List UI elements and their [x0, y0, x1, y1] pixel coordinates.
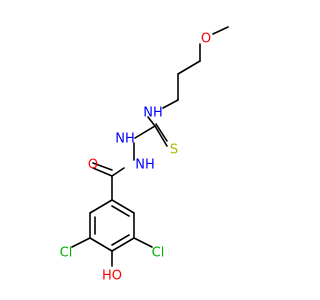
ring-bond-3 — [89, 237, 113, 252]
atom-labels: O NH NH S NH O Cl Cl HO — [60, 32, 211, 284]
atom-nh-amine: NH — [143, 106, 163, 121]
ring-inner-3 — [111, 205, 130, 217]
bonds — [71, 26, 229, 267]
bond-propyl-nh — [162, 99, 179, 109]
atom-ho-hydroxyl: HO — [102, 269, 122, 284]
atom-cl-right: Cl — [152, 246, 165, 261]
ring-bond-4 — [111, 237, 135, 252]
ring-bond-6 — [111, 199, 135, 214]
bond-ring-cl-right — [133, 237, 153, 248]
atom-cl-left: Cl — [60, 246, 73, 261]
atom-s-thione: S — [170, 143, 178, 158]
ring-inner-2 — [111, 234, 130, 246]
bond-c-s-a — [155, 123, 168, 142]
atom-o-carbonyl: O — [88, 158, 98, 173]
bond-propyl-1 — [177, 60, 201, 75]
bond-nh-carbonyl-c — [111, 167, 125, 177]
ring-bond-1 — [89, 199, 113, 214]
bond-co-a — [92, 167, 113, 177]
bond-c-s-b — [154, 125, 168, 147]
chemical-structure: O NH NH S NH O Cl Cl HO — [60, 26, 229, 284]
bond-ring-cl-left — [71, 237, 91, 248]
atom-o-methoxy: O — [201, 32, 211, 47]
bond-co-b — [92, 162, 113, 171]
atom-nh-hydrazine-upper: NH — [115, 132, 135, 147]
bond-nh-c — [147, 116, 156, 127]
bond-ch3-o — [212, 26, 229, 35]
bond-c-nh-upper — [134, 125, 156, 139]
atom-nh-hydrazine-lower: NH — [135, 158, 155, 173]
